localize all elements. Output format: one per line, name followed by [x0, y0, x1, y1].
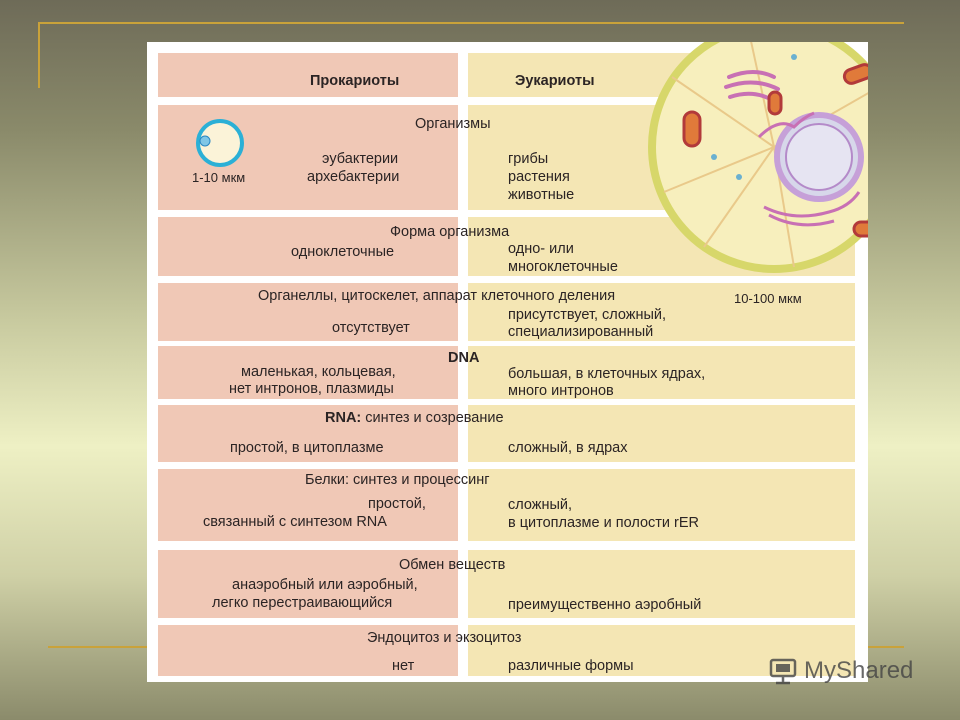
rna-eukaryote: сложный, в ядрах [508, 440, 628, 456]
metabolism-eukaryote: преимущественно аэробный [508, 597, 702, 613]
eukaryote-organism-1: грибы [508, 151, 549, 167]
frame-top-line [38, 22, 904, 24]
dna-row: DNA маленькая, кольцевая, нет интронов, … [158, 346, 855, 399]
dna-prokaryote-1: маленькая, кольцевая, [241, 364, 396, 380]
endocytosis-row: Эндоцитоз и экзоцитоз нет различные форм… [158, 625, 855, 676]
form-prokaryote: одноклеточные [291, 244, 395, 260]
prokaryotes-header: Прокариоты [310, 73, 400, 89]
endocytosis-title: Эндоцитоз и экзоцитоз [367, 630, 522, 646]
proteins-eukaryote-2: в цитоплазме и полости rER [508, 515, 700, 531]
rna-title-rest: синтез и созревание [361, 410, 504, 426]
form-title: Форма организма [390, 224, 510, 240]
dna-eukaryote-2: много интронов [508, 383, 614, 399]
dna-prokaryote-2: нет интронов, плазмиды [229, 381, 394, 397]
myshared-logo: MyShared [768, 656, 913, 686]
comparison-table: Прокариоты Эукариоты 1-10 мкм Организмы … [147, 42, 868, 682]
form-eukaryote-1: одно- или [508, 241, 574, 257]
metabolism-title: Обмен веществ [399, 557, 506, 573]
bacterium-icon [196, 119, 244, 167]
frame-left-line [38, 22, 40, 88]
eukaryote-size-label: 10-100 мкм [734, 291, 802, 306]
proteins-prokaryote-1: простой, [368, 496, 426, 512]
organelles-title: Органеллы, цитоскелет, аппарат клеточног… [258, 288, 616, 304]
eukaryotes-header: Эукариоты [515, 73, 595, 89]
metabolism-prokaryote-2: легко перестраивающийся [212, 595, 393, 611]
dna-eukaryote-1: большая, в клеточных ядрах, [508, 366, 706, 382]
metabolism-prokaryote-1: анаэробный или аэробный, [232, 577, 418, 593]
rna-title-bold: RNA: [325, 410, 362, 426]
organisms-title: Организмы [415, 116, 491, 132]
rna-prokaryote: простой, в цитоплазме [230, 440, 384, 456]
eukaryotic-cell-illustration [648, 42, 868, 273]
endocytosis-prokaryote: нет [392, 658, 415, 674]
prokaryote-organism-2: архебактерии [307, 169, 400, 185]
eukaryote-organism-3: животные [508, 187, 575, 203]
organelles-row: Органеллы, цитоскелет, аппарат клеточног… [158, 283, 855, 341]
organelles-eukaryote-2: специализированный [508, 324, 654, 340]
rna-title: RNA: синтез и созревание [325, 410, 504, 427]
endocytosis-eukaryote: различные формы [508, 658, 634, 674]
eukaryote-organism-2: растения [508, 169, 570, 185]
metabolism-row: Обмен веществ анаэробный или аэробный, л… [158, 550, 855, 618]
organelles-eukaryote-1: присутствует, сложный, [508, 307, 667, 323]
logo-text: MyShared [804, 657, 914, 684]
proteins-title: Белки: синтез и процессинг [305, 472, 490, 488]
prokaryote-size-label: 1-10 мкм [192, 170, 246, 185]
organelles-prokaryote: отсутствует [332, 320, 410, 336]
rna-row: RNA: синтез и созревание простой, в цито… [158, 405, 855, 462]
dna-title: DNA [448, 350, 480, 366]
logo-icon [769, 658, 797, 685]
proteins-eukaryote-1: сложный, [508, 497, 573, 513]
proteins-row: Белки: синтез и процессинг простой, связ… [158, 469, 855, 541]
form-eukaryote-2: многоклеточные [508, 259, 618, 275]
prokaryote-organism-1: эубактерии [322, 151, 399, 167]
proteins-prokaryote-2: связанный с синтезом RNA [203, 514, 387, 530]
